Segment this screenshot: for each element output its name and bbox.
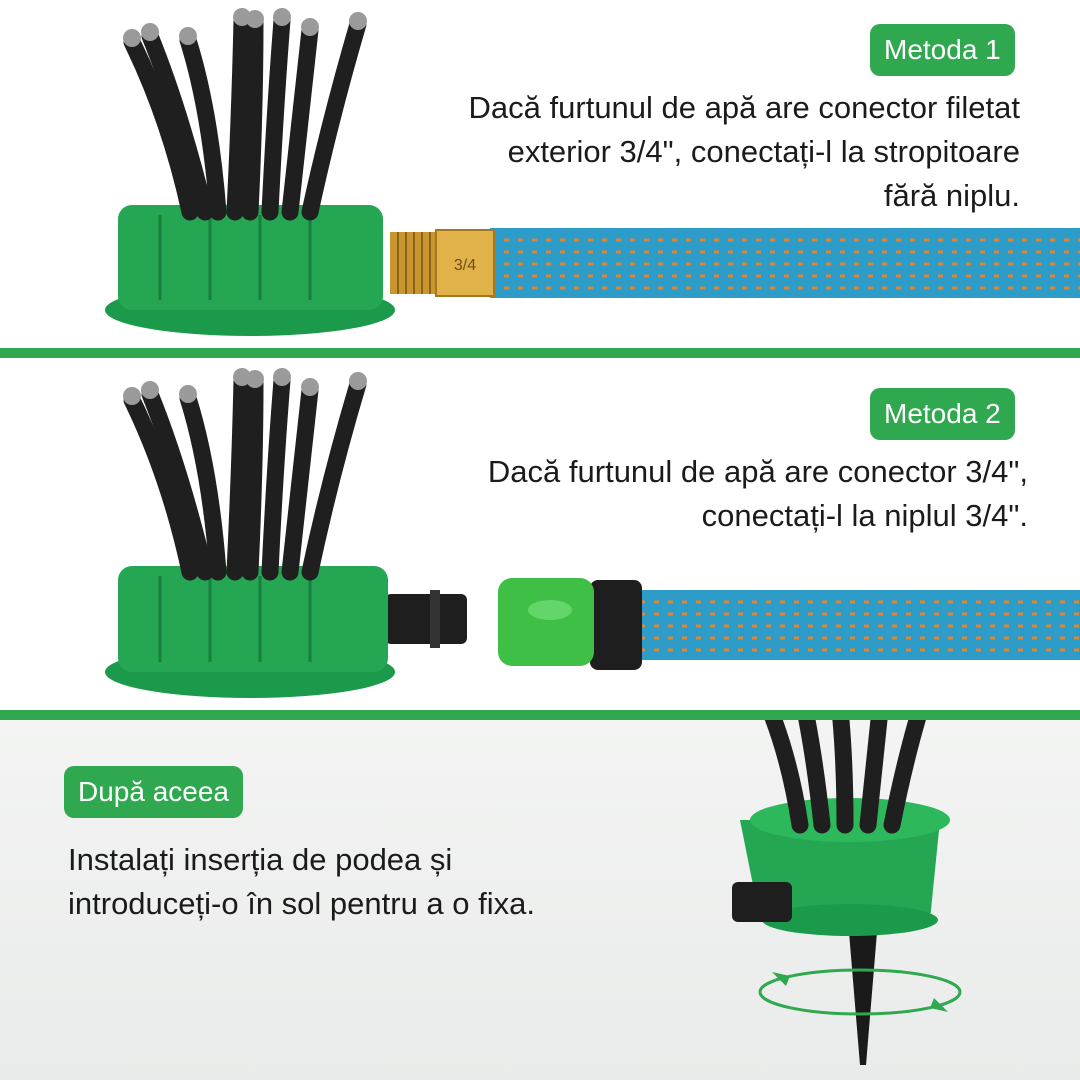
method-1-line-1: Dacă furtunul de apă are conector fileta… xyxy=(468,90,1020,125)
nozzle-tubes-3 xyxy=(764,720,926,834)
ground-stake xyxy=(848,920,878,1065)
after-badge: După aceea xyxy=(64,766,244,818)
nipple-connector xyxy=(385,594,467,644)
green-divider-2 xyxy=(0,710,1080,720)
brass-label: 3/4 xyxy=(454,257,476,274)
method-1-badge: Metoda 1 xyxy=(870,24,1015,76)
rotation-arrow-icon xyxy=(758,968,962,1016)
hose-weave xyxy=(490,238,1080,290)
black-collar xyxy=(590,580,642,670)
method-2-line-2: conectați-l la niplul 3/4". xyxy=(701,498,1028,533)
method-2-description: Dacă furtunul de apă are conector 3/4", … xyxy=(488,450,1028,538)
after-line-2: introduceți-o în sol pentru a o fixa. xyxy=(68,886,535,921)
method-1-line-3: fără niplu. xyxy=(883,178,1020,213)
nozzle-tubes xyxy=(123,11,367,221)
method-2-panel: Metoda 2 Dacă furtunul de apă are conect… xyxy=(0,358,1080,710)
after-illustration xyxy=(732,720,962,1065)
brass-connector xyxy=(435,229,495,297)
nipple-connector-3 xyxy=(732,882,792,922)
blue-hose-2 xyxy=(640,590,1080,660)
method-1-panel: 3/4 Metoda 1 Dacă furtunul de apă are co… xyxy=(0,0,1080,348)
method-2-illustration xyxy=(105,368,1080,698)
after-line-1: Instalați inserția de podea și xyxy=(68,842,453,877)
method-1-line-2: exterior 3/4", conectați-l la stropitoar… xyxy=(507,134,1020,169)
after-panel: După aceea Instalați inserția de podea ș… xyxy=(0,720,1080,1080)
after-description: Instalați inserția de podea și introduce… xyxy=(68,838,535,926)
sprinkler-body xyxy=(118,205,383,310)
green-divider-1 xyxy=(0,348,1080,358)
sprinkler-body-2 xyxy=(118,566,388,672)
method-1-description: Dacă furtunul de apă are conector fileta… xyxy=(469,86,1020,218)
green-quick-connector xyxy=(498,578,594,666)
method-1-illustration: 3/4 xyxy=(105,8,1080,336)
method-2-badge: Metoda 2 xyxy=(870,388,1015,440)
method-2-line-1: Dacă furtunul de apă are conector 3/4", xyxy=(487,454,1028,489)
nozzle-tubes-2 xyxy=(123,371,367,581)
